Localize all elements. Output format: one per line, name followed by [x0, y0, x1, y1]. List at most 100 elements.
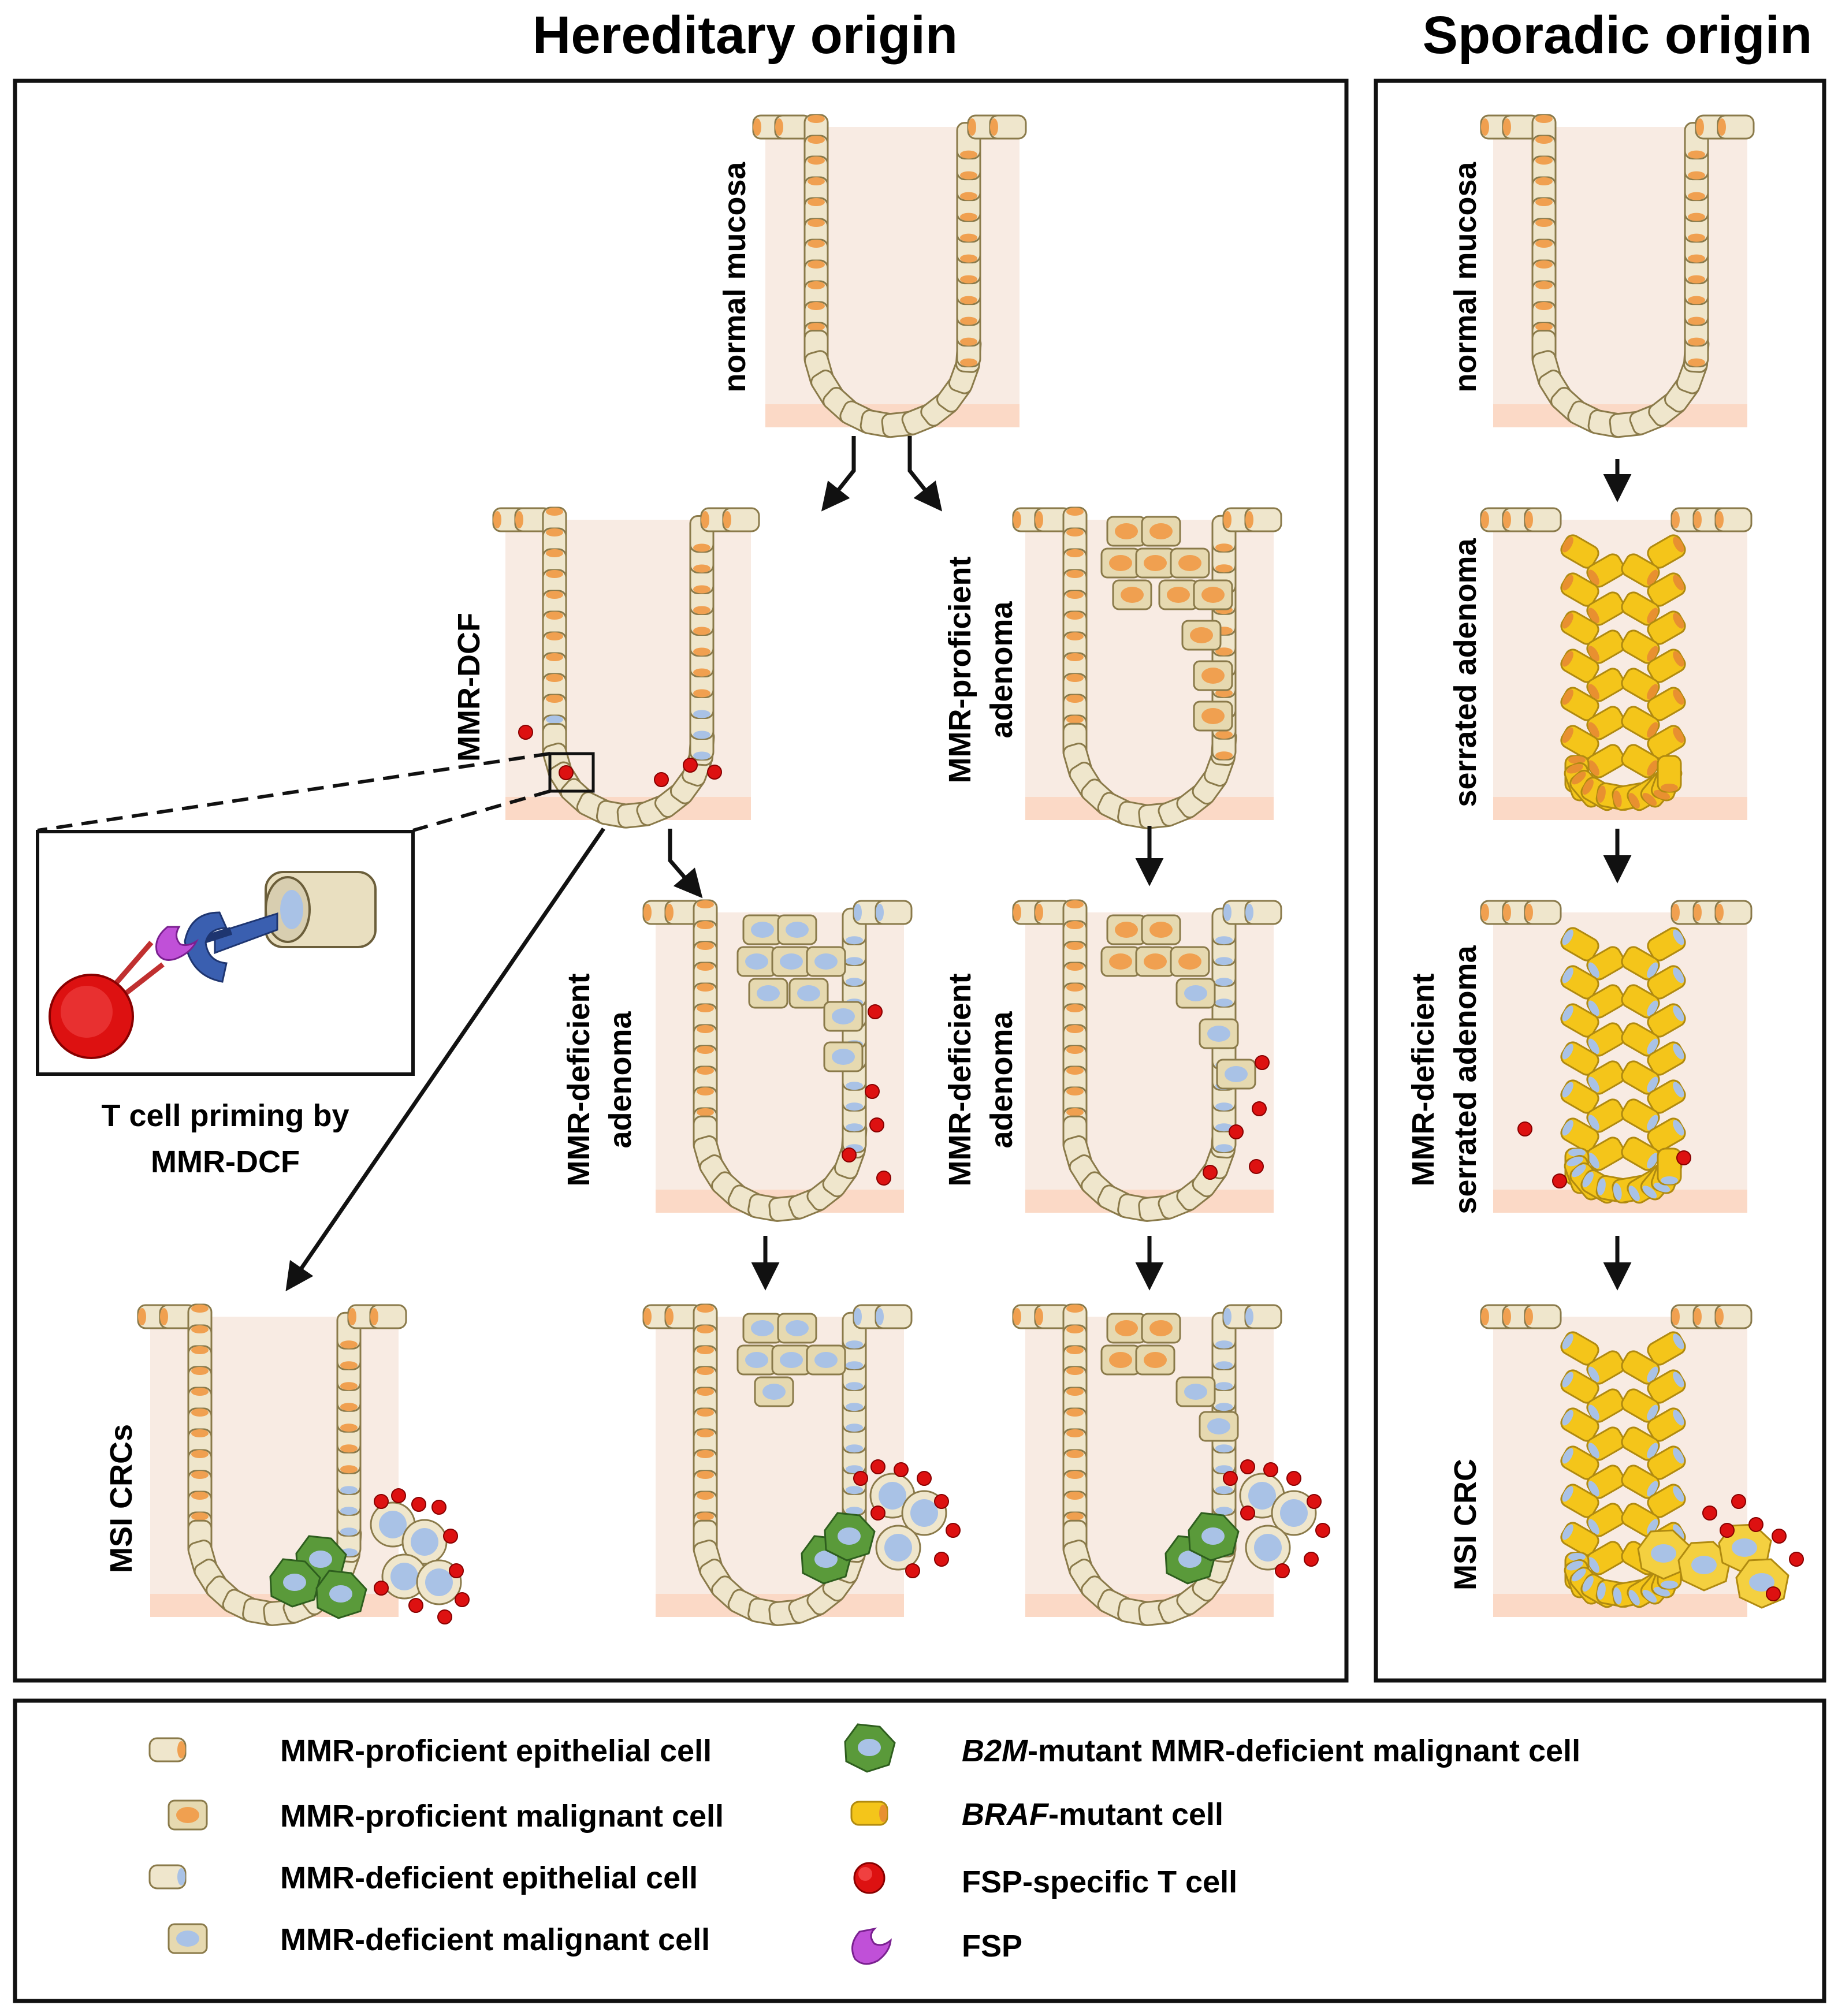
malignant-cell — [823, 1041, 864, 1072]
crypt-cell — [1244, 1304, 1282, 1329]
t-cell — [1203, 1165, 1218, 1180]
legend-braf-gene: BRAF — [962, 1797, 1050, 1832]
t-cell — [1249, 1159, 1264, 1174]
t-cell — [1223, 1471, 1238, 1486]
label-mmr-proficient-adenoma-l2: adenoma — [984, 601, 1019, 739]
label-mmr-deficient-adenoma-a-l2: adenoma — [603, 1011, 638, 1149]
legend-label-mmr-proficient-epithelial: MMR-proficient epithelial cell — [280, 1734, 712, 1768]
t-cell — [946, 1523, 961, 1538]
label-msi-crc: MSI CRC — [1448, 1459, 1483, 1590]
t-cell — [654, 772, 669, 787]
t-cell — [1263, 1462, 1278, 1477]
crypt-cell — [1524, 507, 1562, 532]
malignant-cell — [1193, 700, 1233, 732]
malignant-cell — [1216, 1059, 1256, 1090]
inset-caption-line1: T cell priming by — [101, 1098, 349, 1133]
t-cell — [868, 1004, 883, 1019]
t-cell — [1229, 1124, 1244, 1139]
t-cell — [1255, 1055, 1270, 1070]
crypt-normal-hereditary-stroma — [765, 127, 1020, 427]
malignant-cell — [875, 1525, 921, 1571]
t-cell — [1286, 1471, 1301, 1486]
crypt-cell — [1244, 900, 1282, 925]
t-cell — [1766, 1586, 1781, 1601]
t-cell — [518, 725, 533, 740]
malignant-cell — [1141, 516, 1181, 547]
label-mmr-deficient-serrated-l1: MMR-deficient — [1406, 973, 1441, 1186]
malignant-cell — [777, 914, 817, 945]
t-cell — [1275, 1563, 1290, 1578]
mmr-dcf-zoom-box — [548, 752, 595, 793]
label-mmr-deficient-adenoma-a-l1: MMR-deficient — [561, 973, 596, 1186]
crypt-cell — [1244, 507, 1282, 532]
malignant-cell — [1181, 620, 1222, 651]
crypt-cell — [875, 1304, 913, 1329]
label-mmr-deficient-serrated-l2: serrated adenoma — [1448, 945, 1483, 1214]
t-cell — [934, 1494, 949, 1509]
hereditary-frame — [13, 79, 1349, 1683]
label-mmr-deficient-adenoma-b-l1: MMR-deficient — [943, 973, 977, 1186]
inset-illustration — [49, 871, 377, 1059]
malignant-cell — [806, 1344, 846, 1376]
legend-label-mmr-proficient-malignant: MMR-proficient malignant cell — [280, 1799, 724, 1834]
crypt-cell — [369, 1304, 407, 1329]
t-cell — [391, 1488, 406, 1503]
label-mmr-deficient-adenoma-b-l2: adenoma — [984, 1011, 1019, 1149]
t-cell — [1315, 1523, 1330, 1538]
legend-label-mmr-deficient-epithelial: MMR-deficient epithelial cell — [280, 1861, 698, 1895]
crypt-cell — [875, 900, 913, 925]
t-cell — [1307, 1494, 1322, 1509]
t-cell — [853, 1471, 868, 1486]
malignant-cell — [1106, 914, 1147, 945]
malignant-cell — [1175, 978, 1216, 1009]
malignant-cell — [1106, 1313, 1147, 1344]
legend-braf-rest: -mutant cell — [1048, 1797, 1223, 1832]
malignant-cell — [1112, 579, 1152, 610]
t-cell — [869, 1117, 884, 1132]
t-cell — [1772, 1529, 1787, 1544]
legend-icon-fsp — [851, 1927, 892, 1965]
mhc-presenting-cell — [265, 871, 377, 948]
crypt-cell — [1714, 1304, 1753, 1329]
sporadic-title: Sporadic origin — [1423, 6, 1813, 65]
t-cell — [1676, 1150, 1691, 1165]
fsp-peptide-icon — [155, 926, 199, 961]
legend-icon-mmr-deficient-epithelial — [148, 1864, 187, 1890]
malignant-cell — [777, 1313, 817, 1344]
malignant-cell — [1135, 1344, 1175, 1376]
t-cell — [917, 1471, 932, 1486]
inset-caption-line2: MMR-DCF — [151, 1145, 300, 1179]
legend-icon-braf-mutant — [850, 1801, 888, 1826]
malignant-cell — [788, 978, 829, 1009]
crypt-cell — [1524, 1304, 1562, 1329]
legend-label-braf-mutant: BRAF-mutant cell — [962, 1797, 1223, 1832]
legend-b2m-gene: B2M — [962, 1734, 1028, 1768]
t-cell — [894, 1462, 909, 1477]
legend-icon-b2m-mutant — [844, 1723, 896, 1773]
legend-label-fsp: FSP — [962, 1929, 1022, 1963]
malignant-cell — [1193, 579, 1233, 610]
t-cell — [865, 1084, 880, 1099]
malignant-cell — [736, 946, 777, 977]
label-normal-mucosa-sporadic: normal mucosa — [1448, 161, 1483, 392]
crypt-cell — [1714, 900, 1753, 925]
t-cell — [1702, 1506, 1717, 1521]
malignant-cell — [1100, 946, 1141, 977]
malignant-cell — [736, 1344, 777, 1376]
t-cell — [431, 1500, 447, 1515]
legend-frame — [13, 1698, 1826, 2003]
malignant-cell — [1175, 1376, 1216, 1407]
legend-icon-mmr-deficient-malignant — [168, 1923, 208, 1954]
zoom-dashed-line-upper — [37, 752, 550, 832]
t-cell — [1240, 1459, 1255, 1474]
t-cell — [559, 765, 574, 780]
malignant-cell — [1135, 946, 1175, 977]
legend-b2m-rest: -mutant MMR-deficient malignant cell — [1028, 1734, 1580, 1768]
malignant-cell — [1100, 547, 1141, 579]
t-cell — [408, 1598, 423, 1613]
t-cell — [1731, 1494, 1746, 1509]
malignant-cell — [1135, 547, 1175, 579]
malignant-cell — [1141, 914, 1181, 945]
t-cell — [374, 1581, 389, 1596]
